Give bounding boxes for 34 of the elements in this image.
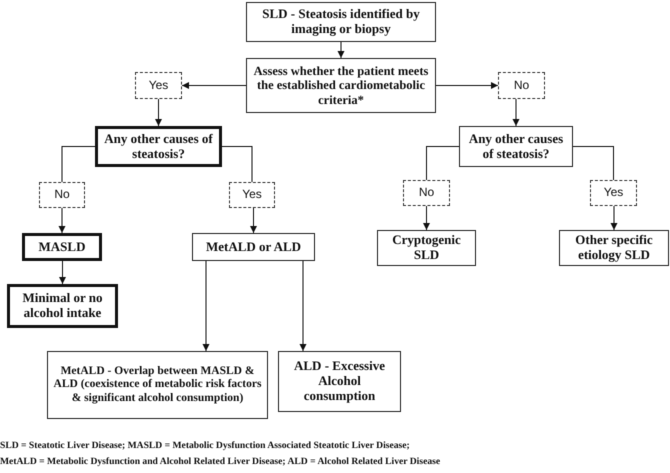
process-box: Any other causes of steatosis? xyxy=(459,126,573,167)
arrow xyxy=(58,208,66,234)
branch-label-box: Yes xyxy=(590,180,637,206)
arrow xyxy=(250,208,257,234)
arrow xyxy=(222,146,252,182)
process-box: MetALD or ALD xyxy=(192,233,315,261)
process-box: MASLD xyxy=(22,233,102,261)
arrow xyxy=(338,42,344,58)
arrow xyxy=(610,206,618,230)
arrow xyxy=(155,98,162,126)
process-box: Any other causes of steatosis? xyxy=(95,126,222,167)
footnote: SLD = Steatotic Liver Disease; MASLD = Metabolic Dysfunction Associated Steatotic Liver Disease; xyxy=(0,440,410,451)
branch-label-box: No xyxy=(498,72,545,99)
process-box: Other specific etiology SLD xyxy=(559,230,669,266)
process-box: Cryptogenic SLD xyxy=(377,230,476,266)
arrow xyxy=(182,82,246,89)
process-box: ALD - Excessive Alcohol consumption xyxy=(278,351,401,412)
process-box: SLD - Steatosis identified by imaging or biopsy xyxy=(246,2,436,42)
branch-label-box: Yes xyxy=(135,72,182,99)
process-box: MetALD - Overlap between MASLD & ALD (coexistence of metabolic risk factors & significant alcohol consumption) xyxy=(47,351,268,419)
process-box: Assess whether the patient meets the established cardiometabolic criteria* xyxy=(246,58,436,113)
arrow xyxy=(62,146,96,182)
arrow xyxy=(423,206,430,230)
branch-label-box: No xyxy=(39,182,85,208)
arrow xyxy=(202,260,210,352)
branch-label-box: No xyxy=(403,180,450,206)
branch-label-box: Yes xyxy=(229,182,275,208)
arrow xyxy=(436,82,498,89)
arrow xyxy=(426,146,460,180)
arrow xyxy=(300,260,306,352)
arrow xyxy=(59,260,66,284)
arrow xyxy=(512,98,520,126)
footnote: MetALD = Metabolic Dysfunction and Alcohol Related Liver Disease; ALD = Alcohol Related Liver Disease xyxy=(0,456,440,467)
process-box: Minimal or no alcohol intake xyxy=(7,284,118,328)
